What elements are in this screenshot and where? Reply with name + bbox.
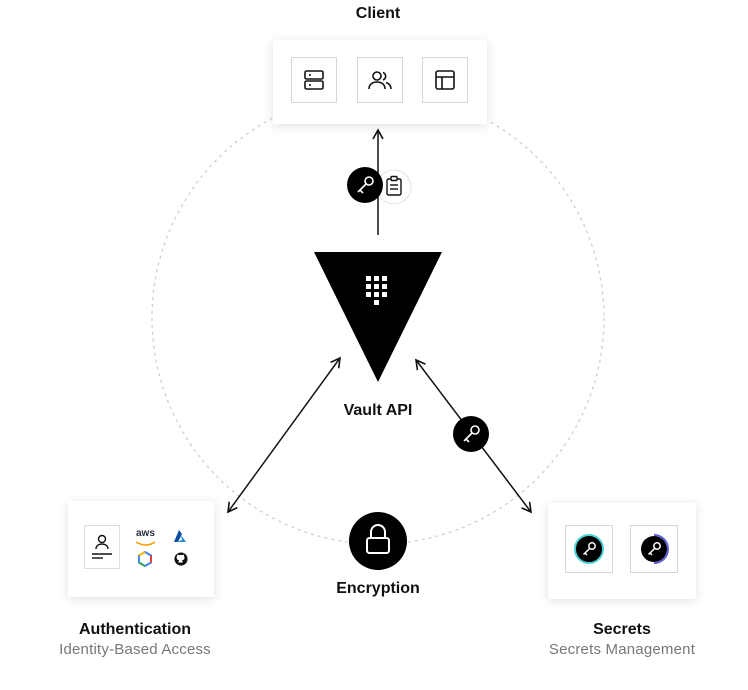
rotating-key-icon bbox=[641, 534, 669, 564]
user-identity-icon bbox=[92, 534, 112, 559]
azure-icon bbox=[174, 530, 186, 542]
authentication-subtitle: Identity-Based Access bbox=[59, 641, 211, 658]
github-icon bbox=[174, 552, 188, 566]
client-card bbox=[273, 40, 487, 124]
key-badge-secrets bbox=[453, 416, 489, 452]
clipboard-icon bbox=[386, 175, 402, 196]
secrets-card bbox=[548, 503, 696, 599]
aws-smile-icon bbox=[135, 541, 156, 546]
secret-key-icon bbox=[574, 534, 604, 564]
vault-logo-icon bbox=[314, 252, 442, 382]
authentication-title: Authentication bbox=[79, 621, 191, 638]
layout-icon bbox=[435, 70, 455, 90]
secret-key-box-1[interactable] bbox=[565, 525, 613, 573]
client-layout-box[interactable] bbox=[422, 57, 468, 103]
client-users-box[interactable] bbox=[357, 57, 403, 103]
server-icon bbox=[304, 70, 324, 90]
secrets-subtitle: Secrets Management bbox=[548, 641, 696, 658]
authentication-card: aws bbox=[68, 501, 214, 597]
google-cloud-icon bbox=[138, 551, 152, 567]
client-server-box[interactable] bbox=[291, 57, 337, 103]
secrets-title: Secrets bbox=[593, 621, 651, 638]
encryption-lock-icon bbox=[349, 512, 407, 570]
encryption-label: Encryption bbox=[336, 580, 420, 597]
aws-logo: aws bbox=[136, 528, 155, 539]
auth-arrow bbox=[227, 356, 341, 514]
vault-api-label: Vault API bbox=[343, 402, 413, 419]
auth-user-box[interactable] bbox=[84, 525, 120, 569]
client-title: Client bbox=[355, 5, 401, 22]
users-icon bbox=[368, 71, 392, 90]
key-badge-client bbox=[347, 167, 383, 203]
secret-key-box-2[interactable] bbox=[630, 525, 678, 573]
